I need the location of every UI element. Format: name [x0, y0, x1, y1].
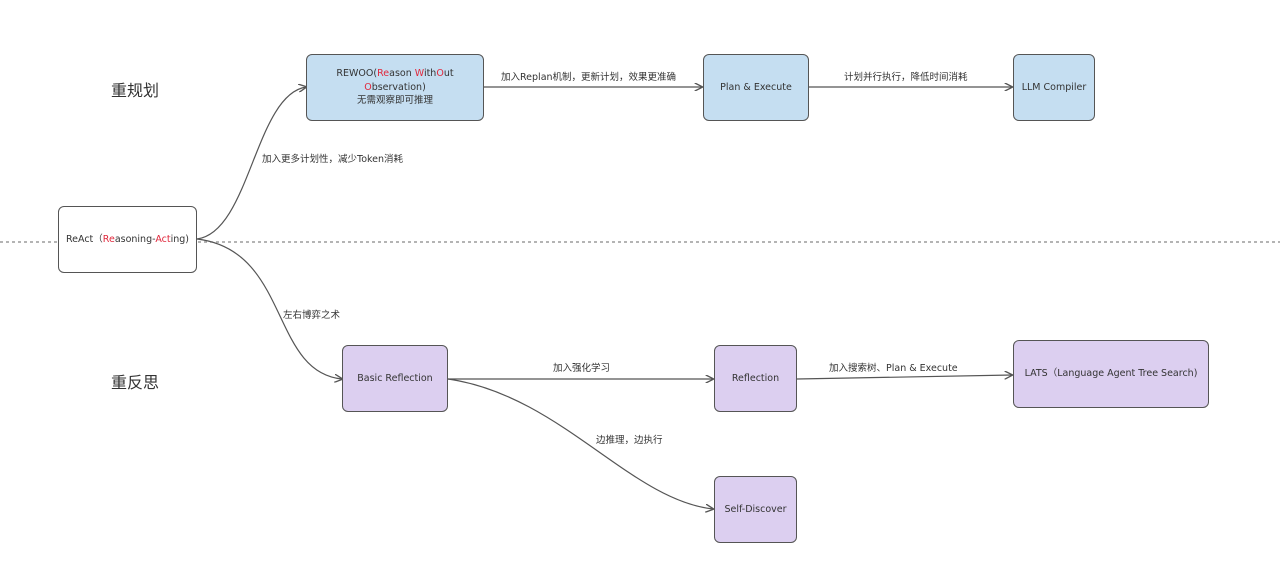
edge-label-rewoo-to-plan: 加入Replan机制，更新计划，效果更准确 — [501, 72, 677, 83]
node-rewoo-text: REWOO( — [336, 67, 378, 79]
node-rewoo-highlight: Re — [377, 67, 390, 79]
node-react: ReAct（Reasoning-Acting) — [58, 206, 197, 273]
node-react-text: asoning- — [114, 233, 156, 245]
node-basic-reflection-label: Basic Reflection — [357, 372, 433, 384]
edge-label-plan-to-compiler: 计划并行执行，降低时间消耗 — [844, 72, 968, 83]
edge-label-basic-to-selfdiscover: 边推理，边执行 — [596, 435, 663, 446]
node-rewoo-title: REWOO(Reason WithOut Observation) — [307, 67, 483, 95]
section-label-reflect: 重反思 — [111, 373, 160, 392]
node-react-text: ReAct（ — [65, 233, 103, 245]
node-lats: LATS（Language Agent Tree Search) — [1013, 340, 1209, 408]
node-llm-compiler-label: LLM Compiler — [1021, 81, 1087, 93]
node-self-discover: Self-Discover — [714, 476, 797, 543]
node-rewoo-text: bservation) — [371, 81, 426, 93]
edge-label-reflection-to-lats: 加入搜索树、Plan & Execute — [829, 363, 958, 374]
node-self-discover-label: Self-Discover — [724, 503, 787, 515]
edge-react-to-rewoo — [196, 87, 306, 240]
node-rewoo-text: ith — [423, 67, 437, 79]
node-rewoo-highlight: W — [414, 67, 424, 79]
node-rewoo-text: ut — [443, 67, 454, 79]
node-rewoo-subtitle: 无需观察即可推理 — [356, 95, 433, 107]
node-lats-label: LATS（Language Agent Tree Search) — [1024, 368, 1198, 380]
node-plan-execute-label: Plan & Execute — [720, 81, 792, 93]
edge-label-react-to-rewoo: 加入更多计划性，减少Token消耗 — [262, 154, 404, 165]
node-react-highlight: Re — [102, 233, 115, 245]
node-rewoo: REWOO(Reason WithOut Observation) 无需观察即可… — [306, 54, 484, 121]
edge-reflection-to-lats — [796, 375, 1012, 380]
edge-basic-to-selfdiscover — [447, 378, 713, 509]
node-llm-compiler: LLM Compiler — [1013, 54, 1095, 121]
node-react-text: ing) — [170, 233, 190, 245]
section-label-replan: 重规划 — [111, 81, 160, 100]
node-rewoo-highlight: O — [364, 81, 372, 93]
node-reflection: Reflection — [714, 345, 797, 412]
node-plan-execute: Plan & Execute — [703, 54, 809, 121]
edge-label-react-to-basic: 左右博弈之术 — [283, 310, 341, 321]
node-rewoo-highlight: O — [436, 67, 444, 79]
edge-label-basic-to-reflection: 加入强化学习 — [553, 363, 611, 374]
node-basic-reflection: Basic Reflection — [342, 345, 448, 412]
node-reflection-label: Reflection — [731, 372, 780, 384]
node-react-label: ReAct（Reasoning-Acting) — [66, 233, 189, 247]
edge-react-to-basic — [196, 238, 342, 379]
node-rewoo-text: ason — [389, 67, 415, 79]
node-react-highlight: Act — [155, 233, 171, 245]
